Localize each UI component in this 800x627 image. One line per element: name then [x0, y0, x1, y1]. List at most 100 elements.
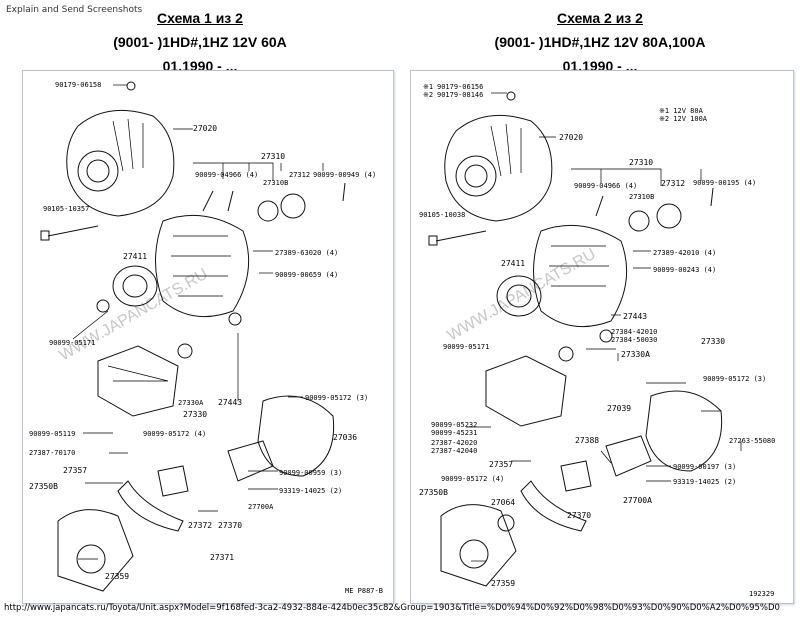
part-label-27330[interactable]: 27330 — [701, 337, 725, 346]
part-label-90099-05232[interactable]: 90099-05232 — [431, 421, 477, 429]
part-label-90099-00197[interactable]: 90099-00197 (3) — [673, 463, 736, 471]
stator-drawing — [533, 224, 628, 328]
part-label-27700a[interactable]: 27700A — [623, 496, 652, 505]
scheme-2-diagram[interactable]: WWW.JAPANCATS.RU — [410, 70, 794, 604]
pulley-drawing — [112, 265, 158, 307]
bearing-rear-drawing — [177, 343, 193, 359]
part-label-27039[interactable]: 27039 — [607, 404, 631, 413]
part-label-27387-42020[interactable]: 27387-42020 — [431, 439, 477, 447]
part-label-27359[interactable]: 27359 — [491, 579, 515, 588]
part-label-27443[interactable]: 27443 — [623, 312, 647, 321]
part-label-27357[interactable]: 27357 — [63, 466, 87, 475]
part-label-27312[interactable]: 27312 — [289, 171, 310, 179]
scheme-1-title-link[interactable]: Схема 1 из 2 — [157, 10, 243, 26]
rear-housing-drawing — [645, 390, 723, 472]
part-label-27350b[interactable]: 27350B — [29, 482, 58, 491]
part-label-27330[interactable]: 27330 — [183, 410, 207, 419]
window-title: Explain and Send Screenshots — [6, 5, 143, 15]
part-label-27370[interactable]: 27370 — [567, 511, 591, 520]
part-label-90099-05172-3[interactable]: 90099-05172 (3) — [703, 375, 766, 383]
scheme-1-header: Схема 1 из 2 (9001- )1HD#,1HZ 12V 60A 01… — [0, 6, 400, 78]
scheme-1-diagram[interactable]: WWW.JAPANCATS.RU — [22, 70, 394, 604]
part-label-27389-63020[interactable]: 27389-63020 (4) — [275, 249, 338, 257]
part-label-90099-00659[interactable]: 90099-00659 (4) — [275, 271, 338, 279]
part-label-90099-00195[interactable]: 90099-00195 (4) — [693, 179, 756, 187]
watermark-text: WWW.JAPANCATS.RU — [57, 266, 211, 365]
part-label-90099-45231[interactable]: 90099-45231 — [431, 429, 477, 437]
part-label-90179-08146[interactable]: 90179-08146 — [437, 91, 483, 99]
rectifier-drawing — [117, 480, 184, 532]
part-label-90099-00959[interactable]: 90099-00959 (3) — [279, 469, 342, 477]
part-label-90099-05172-3[interactable]: 90099-05172 (3) — [305, 394, 368, 402]
note-marker-1: ※1 — [423, 83, 433, 91]
part-label-27330a[interactable]: 27330A — [621, 350, 650, 359]
scheme-2-header: Схема 2 из 2 (9001- )1HD#,1HZ 12V 80A,10… — [400, 6, 800, 78]
part-label-90099-05119[interactable]: 90099-05119 — [29, 430, 75, 438]
part-label-27020[interactable]: 27020 — [559, 133, 583, 142]
part-label-27387-70170[interactable]: 27387-70170 — [29, 449, 75, 457]
part-label-27372[interactable]: 27372 — [188, 521, 212, 530]
spacer-drawing — [96, 299, 110, 313]
brush-holder-drawing — [560, 435, 652, 492]
part-label-27359[interactable]: 27359 — [105, 572, 129, 581]
bearing-drawing — [628, 210, 650, 232]
rectifier-drawing — [520, 480, 587, 532]
terminal-nut-drawing — [506, 91, 516, 101]
part-label-27312[interactable]: 27312 — [661, 179, 685, 188]
part-label-27411[interactable]: 27411 — [123, 252, 147, 261]
scheme-2-title-link[interactable]: Схема 2 из 2 — [557, 10, 643, 26]
legend-note-2: ※2 12V 100A — [659, 115, 708, 123]
part-label-90179-06156[interactable]: 90179-06156 — [437, 83, 483, 91]
stator-drawing — [155, 214, 250, 318]
part-label-90099-04966[interactable]: 90099-04966 (4) — [574, 182, 637, 190]
terminal-nut-drawing — [126, 81, 136, 91]
part-label-93319-14025[interactable]: 93319-14025 (2) — [279, 487, 342, 495]
part-label-90105-10038[interactable]: 90105-10038 — [419, 211, 465, 219]
part-label-27330a[interactable]: 27330A — [178, 399, 204, 407]
part-label-27371[interactable]: 27371 — [210, 553, 234, 562]
part-label-27411[interactable]: 27411 — [501, 259, 525, 268]
part-label-90099-05171[interactable]: 90099-05171 — [443, 343, 489, 351]
part-label-90105-10357[interactable]: 90105-10357 — [43, 205, 89, 213]
part-label-90099-04966[interactable]: 90099-04966 (4) — [195, 171, 258, 179]
part-label-27443[interactable]: 27443 — [218, 398, 242, 407]
end-cover-drawing — [57, 509, 134, 592]
part-label-27357[interactable]: 27357 — [489, 460, 513, 469]
part-label-90099-05171[interactable]: 90099-05171 — [49, 339, 95, 347]
part-label-27370[interactable]: 27370 — [218, 521, 242, 530]
alternator-housing-drawing — [444, 114, 553, 222]
bolt-drawing — [40, 182, 346, 241]
part-label-27310b[interactable]: 27310B — [263, 179, 288, 187]
part-label-27263-55080[interactable]: 27263-55080 — [729, 437, 775, 445]
cover-ring-drawing — [228, 312, 242, 326]
part-label-27388[interactable]: 27388 — [575, 436, 599, 445]
part-label-27384-42010[interactable]: 27384-42010 — [611, 328, 657, 336]
diagram-code: 192329 — [749, 590, 774, 598]
part-label-27310[interactable]: 27310 — [261, 152, 285, 161]
leader-lines — [72, 84, 324, 560]
status-bar-url: http://www.japancats.ru/Toyota/Unit.aspx… — [4, 603, 780, 613]
legend-note-1: ※1 12V 80A — [659, 107, 704, 115]
part-label-27700a[interactable]: 27700A — [248, 503, 274, 511]
part-label-27020[interactable]: 27020 — [193, 124, 217, 133]
part-label-27387-42040[interactable]: 27387-42040 — [431, 447, 477, 455]
part-label-93319-14025[interactable]: 93319-14025 (2) — [673, 478, 736, 486]
part-label-90179-06158[interactable]: 90179-06158 — [55, 81, 101, 89]
part-label-90099-00949[interactable]: 90099-00949 (4) — [313, 171, 376, 179]
bolt-drawing — [428, 187, 714, 246]
part-label-90099-00243[interactable]: 90099-00243 (4) — [653, 266, 716, 274]
scheme-2-model: (9001- )1HD#,1HZ 12V 80A,100A — [494, 34, 706, 50]
part-label-27389-42010[interactable]: 27389-42010 (4) — [653, 249, 716, 257]
part-label-90099-05172-4[interactable]: 90099-05172 (4) — [143, 430, 206, 438]
part-label-27350b[interactable]: 27350B — [419, 488, 448, 497]
note-marker-2: ※2 — [423, 91, 433, 99]
part-label-27036[interactable]: 27036 — [333, 433, 357, 442]
part-label-27310b[interactable]: 27310B — [629, 193, 654, 201]
part-label-27310[interactable]: 27310 — [629, 158, 653, 167]
rear-housing-drawing — [257, 395, 335, 477]
pulley-drawing — [496, 275, 542, 317]
part-label-27064[interactable]: 27064 — [491, 498, 515, 507]
retainer-plate-drawing — [280, 193, 306, 219]
part-label-90099-05172-4[interactable]: 90099-05172 (4) — [441, 475, 504, 483]
part-label-27384-50030[interactable]: 27384-50030 — [611, 336, 657, 344]
